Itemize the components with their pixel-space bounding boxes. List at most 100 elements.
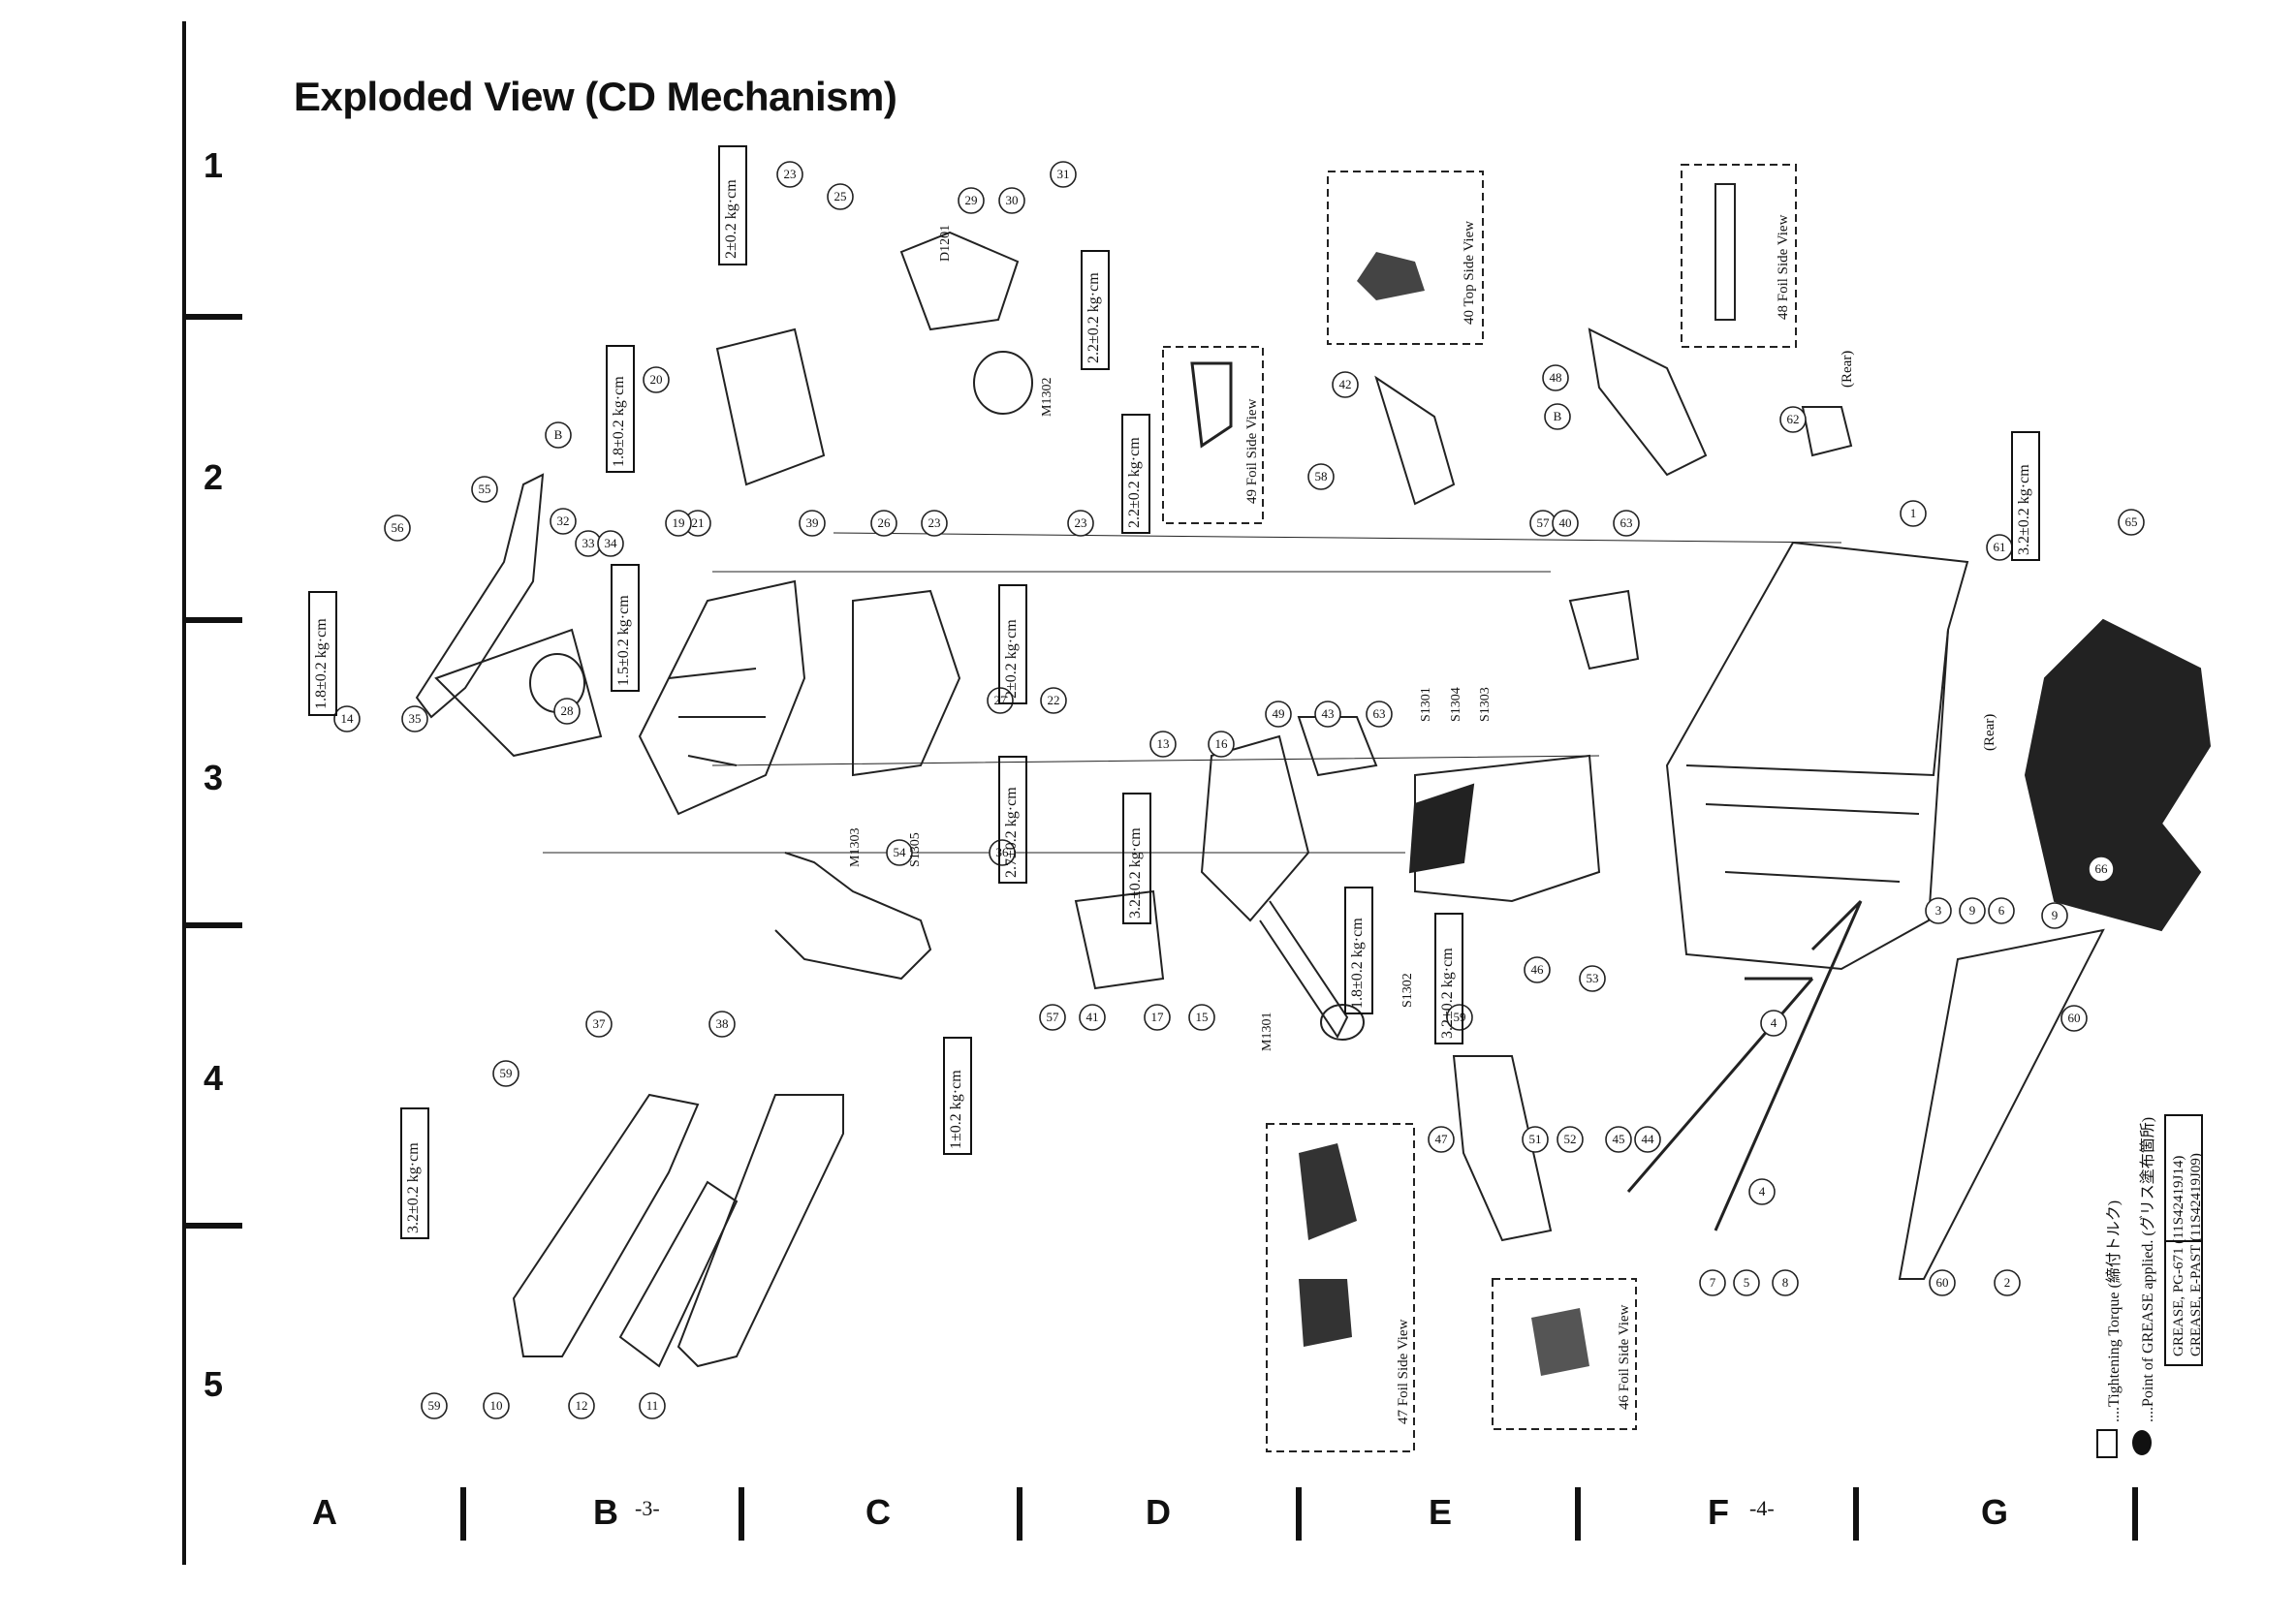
callout-text: 45 bbox=[1613, 1132, 1625, 1146]
col-label-g: G bbox=[1981, 1492, 2009, 1532]
torque-box: 2.2±0.2 kg·cm bbox=[1081, 250, 1110, 370]
callout-23b bbox=[921, 510, 948, 537]
callout-text: 32 bbox=[557, 514, 570, 528]
plate-35 bbox=[434, 628, 603, 758]
callout-4a bbox=[1760, 1010, 1787, 1037]
row-label-1: 1 bbox=[204, 145, 224, 185]
callout-43 bbox=[1314, 701, 1341, 728]
bracket-24 bbox=[852, 589, 961, 777]
legend-grease-a: GREASE, PG-671 (11S42419J14) bbox=[2171, 1155, 2186, 1356]
callout-30 bbox=[998, 187, 1025, 214]
callout-14 bbox=[333, 705, 361, 732]
view-detail-48 bbox=[1714, 183, 1736, 321]
torque-box: 2.2±0.2 kg·cm bbox=[1121, 414, 1150, 534]
rod-3 bbox=[1714, 899, 1863, 1231]
torque-box: 1.8±0.2 kg·cm bbox=[1344, 887, 1373, 1014]
part-42 bbox=[1374, 375, 1456, 506]
callout-23 bbox=[776, 161, 803, 188]
torque-box: 2.7±0.2 kg·cm bbox=[998, 756, 1027, 884]
callout-28 bbox=[553, 698, 581, 725]
callout-text: 31 bbox=[1057, 167, 1070, 181]
callout-text: 8 bbox=[1782, 1275, 1789, 1290]
pickup-29 bbox=[899, 231, 1020, 331]
callout-16 bbox=[1208, 731, 1235, 758]
callout-11 bbox=[639, 1392, 666, 1419]
callout-9b bbox=[2041, 902, 2068, 929]
grease-legend-swatch bbox=[2132, 1430, 2152, 1455]
col-label-e: E bbox=[1429, 1492, 1453, 1532]
torque-label: 3.2±0.2 kg·cm bbox=[2016, 464, 2032, 555]
torque-box: 1±0.2 kg·cm bbox=[943, 1037, 972, 1155]
torque-label: 2.2±0.2 kg·cm bbox=[1085, 272, 1102, 363]
torque-label: 2.2±0.2 kg·cm bbox=[1126, 437, 1143, 528]
callout-text: 33 bbox=[582, 536, 595, 550]
component-label-m1303: M1303 bbox=[848, 827, 863, 867]
torque-box: 2±0.2 kg·cm bbox=[998, 584, 1027, 704]
callout-2 bbox=[1994, 1269, 2021, 1296]
view-caption-47: 47 Foil Side View bbox=[1396, 1319, 1411, 1424]
rod-4 bbox=[1626, 977, 1814, 1193]
callout-text: 55 bbox=[479, 482, 491, 496]
callout-text: 44 bbox=[1642, 1132, 1655, 1146]
flex-cable bbox=[774, 852, 932, 981]
callout-text: 23 bbox=[928, 515, 941, 530]
motor-m1302 bbox=[973, 351, 1033, 415]
callout-60b bbox=[1929, 1269, 1956, 1296]
callout-text: 13 bbox=[1157, 736, 1170, 751]
callout-text: 61 bbox=[1994, 540, 2006, 554]
callout-34 bbox=[597, 530, 624, 557]
callout-32 bbox=[550, 508, 577, 535]
callout-text: 54 bbox=[894, 845, 907, 859]
callout-text: 48 bbox=[1550, 370, 1562, 385]
callout-40 bbox=[1552, 510, 1579, 537]
callout-44 bbox=[1634, 1126, 1661, 1153]
col-label-f: F bbox=[1708, 1492, 1729, 1532]
callout-7 bbox=[1699, 1269, 1726, 1296]
torque-box: 1.5±0.2 kg·cm bbox=[611, 564, 640, 692]
callout-63a bbox=[1366, 701, 1393, 728]
callout-text: 47 bbox=[1435, 1132, 1449, 1146]
torque-box: 1.8±0.2 kg·cm bbox=[606, 345, 635, 473]
torque-box: 3.2±0.2 kg·cm bbox=[2011, 431, 2040, 561]
callout-59c bbox=[421, 1392, 448, 1419]
callout-26 bbox=[870, 510, 897, 537]
callout-text: 9 bbox=[1969, 903, 1976, 918]
callout-text: 42 bbox=[1339, 377, 1352, 391]
torque-label: 3.2±0.2 kg·cm bbox=[405, 1142, 422, 1233]
chassis-edge bbox=[1685, 629, 1949, 777]
callout-53 bbox=[1579, 965, 1606, 992]
row-label-4: 4 bbox=[204, 1058, 224, 1098]
view-box-47 bbox=[1266, 1123, 1415, 1452]
callout-text: 53 bbox=[1587, 971, 1599, 985]
callout-text: 59 bbox=[500, 1066, 513, 1080]
callout-text: 15 bbox=[1196, 1010, 1209, 1024]
callout-9a bbox=[1959, 897, 1986, 924]
view-caption-49: 49 Foil Side View bbox=[1244, 398, 1260, 504]
callout-62 bbox=[1779, 406, 1807, 433]
callout-51 bbox=[1522, 1126, 1549, 1153]
callout-text: 12 bbox=[576, 1398, 588, 1413]
callout-text: 3 bbox=[1935, 903, 1942, 918]
chassis-edge bbox=[1705, 803, 1920, 815]
callout-59a bbox=[1446, 1004, 1473, 1031]
callout-text: 63 bbox=[1373, 706, 1386, 721]
callout-text: 5 bbox=[1744, 1275, 1750, 1290]
callout-text: 23 bbox=[1075, 515, 1087, 530]
callout-text: 1 bbox=[1910, 506, 1917, 520]
callout-text: 7 bbox=[1710, 1275, 1716, 1290]
callout-text: 6 bbox=[1998, 903, 2005, 918]
callout-text: 30 bbox=[1006, 193, 1019, 207]
callout-text: 2 bbox=[2004, 1275, 2011, 1290]
callout-text: 37 bbox=[593, 1016, 607, 1031]
col-label-d: D bbox=[1146, 1492, 1171, 1532]
callout-5 bbox=[1733, 1269, 1760, 1296]
callout-text: 28 bbox=[561, 703, 574, 718]
callout-text: 4 bbox=[1771, 1015, 1777, 1030]
callout-text: 26 bbox=[878, 515, 892, 530]
torque-box: 3.2±0.2 kg·cm bbox=[400, 1107, 429, 1239]
torque-label: 1.8±0.2 kg·cm bbox=[611, 376, 627, 467]
page-number-right: -4- bbox=[1749, 1496, 1775, 1520]
view-detail-40 bbox=[1357, 252, 1425, 300]
callout-38 bbox=[708, 1011, 736, 1038]
